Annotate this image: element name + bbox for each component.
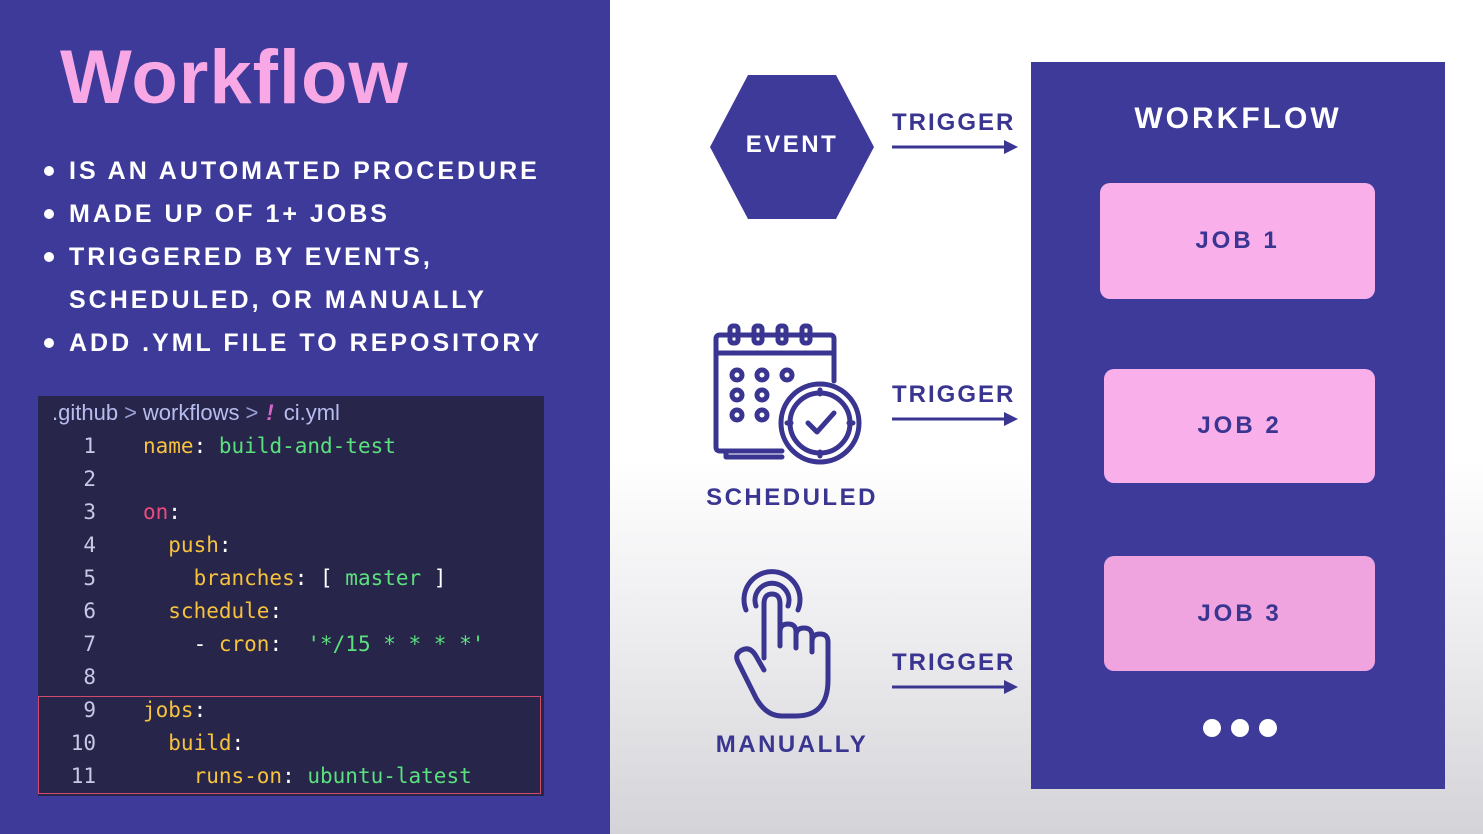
breadcrumb: .github>workflows>!ci.yml <box>52 400 340 426</box>
bullet-list: IS AN AUTOMATED PROCEDURE MADE UP OF 1+ … <box>44 150 542 365</box>
code-line: 7 - cron: '*/15 * * * *' <box>38 628 544 661</box>
line-number: 11 <box>70 764 96 788</box>
code-token: build-and-test <box>218 434 396 458</box>
code-line: 8 <box>38 661 544 694</box>
code-token: on <box>143 500 169 524</box>
trigger-label: TRIGGER <box>892 109 1016 136</box>
code-token: name <box>143 434 194 458</box>
job-3-box: JOB 3 <box>1104 556 1375 671</box>
code-token: : <box>218 533 232 557</box>
bullet-dot-icon <box>44 338 54 348</box>
code-token: branches <box>143 566 295 590</box>
code-line: 2 <box>38 463 544 496</box>
code-text: runs-on: ubuntu-latest <box>143 760 472 793</box>
bullet-item: IS AN AUTOMATED PROCEDURE <box>44 150 542 193</box>
event-hexagon <box>710 75 874 219</box>
code-token: : <box>282 764 308 788</box>
code-token: schedule <box>143 599 270 623</box>
line-number: 8 <box>83 665 96 689</box>
arrow-right-icon <box>892 140 1018 154</box>
code-text: build: <box>143 727 244 760</box>
line-number: 4 <box>83 533 96 557</box>
bullet-dot-icon <box>44 166 54 176</box>
bullet-item: ADD .YML FILE TO REPOSITORY <box>44 322 542 365</box>
left-panel: Workflow IS AN AUTOMATED PROCEDURE MADE … <box>0 0 610 834</box>
code-text: jobs: <box>143 694 206 727</box>
scheduled-label: SCHEDULED <box>706 484 878 511</box>
breadcrumb-github[interactable]: .github <box>52 400 119 425</box>
breadcrumb-workflows[interactable]: workflows <box>142 400 240 425</box>
code-token: : <box>193 698 207 722</box>
code-line: 1 name: build-and-test <box>38 430 544 463</box>
chevron-right-icon: > <box>245 400 259 425</box>
manually-label: MANUALLY <box>715 731 869 758</box>
code-text: name: build-and-test <box>143 430 396 463</box>
code-text: push: <box>143 529 232 562</box>
code-line: 10 build: <box>38 727 544 760</box>
bullet-item: MADE UP OF 1+ JOBS <box>44 193 542 236</box>
event-label: EVENT <box>745 131 839 158</box>
code-line: 6 schedule: <box>38 595 544 628</box>
code-line: 11 runs-on: ubuntu-latest <box>38 760 544 793</box>
bullet-item: TRIGGERED BY EVENTS, <box>44 236 542 279</box>
trigger-label: TRIGGER <box>892 649 1016 676</box>
yaml-file-icon: ! <box>266 400 274 425</box>
code-token: runs-on <box>143 764 283 788</box>
line-number: 5 <box>83 566 96 590</box>
code-token: '*/15 * * * *' <box>307 632 485 656</box>
calendar-clock-icon <box>713 323 862 465</box>
line-number: 6 <box>83 599 96 623</box>
breadcrumb-file[interactable]: ci.yml <box>283 400 340 425</box>
code-text: - cron: '*/15 * * * *' <box>143 628 485 661</box>
line-number: 10 <box>70 731 96 755</box>
code-token: : <box>231 731 245 755</box>
job-2-box: JOB 2 <box>1104 369 1375 483</box>
bullet-item-continuation: SCHEDULED, OR MANUALLY <box>69 286 487 314</box>
code-token: master <box>345 566 422 590</box>
arrow-right-icon <box>892 680 1018 694</box>
code-line: 5 branches: [ master ] <box>38 562 544 595</box>
code-token: push <box>143 533 219 557</box>
code-text: schedule: <box>143 595 282 628</box>
code-token: build <box>143 731 232 755</box>
workflow-title: WORKFLOW <box>1134 102 1342 135</box>
code-token: : <box>269 599 283 623</box>
code-text: on: <box>143 496 181 529</box>
code-line: 9 jobs: <box>38 694 544 727</box>
line-number: 7 <box>83 632 96 656</box>
code-token: : <box>269 632 308 656</box>
jobs-highlight-box <box>38 696 541 794</box>
line-number: 3 <box>83 500 96 524</box>
bullet-dot-icon <box>44 209 54 219</box>
code-token: jobs <box>143 698 194 722</box>
slide-title: Workflow <box>60 35 409 120</box>
arrow-right-icon <box>892 412 1018 426</box>
trigger-label: TRIGGER <box>892 381 1016 408</box>
line-number: 1 <box>83 434 96 458</box>
code-token: ] <box>421 566 447 590</box>
code-token: : <box>193 434 219 458</box>
line-number: 9 <box>83 698 96 722</box>
code-token: : <box>168 500 181 524</box>
line-number: 2 <box>83 467 96 491</box>
job-1-box: JOB 1 <box>1100 183 1375 299</box>
code-line: 3 on: <box>38 496 544 529</box>
code-token: cron <box>218 632 270 656</box>
chevron-right-icon: > <box>124 400 137 425</box>
code-token: ubuntu-latest <box>307 764 472 788</box>
code-line: 4 push: <box>38 529 544 562</box>
code-token: : [ <box>294 566 346 590</box>
pointing-hand-icon <box>734 569 831 719</box>
bullet-dot-icon <box>44 252 54 262</box>
code-token: - <box>143 632 219 656</box>
code-text: branches: [ master ] <box>143 562 447 595</box>
